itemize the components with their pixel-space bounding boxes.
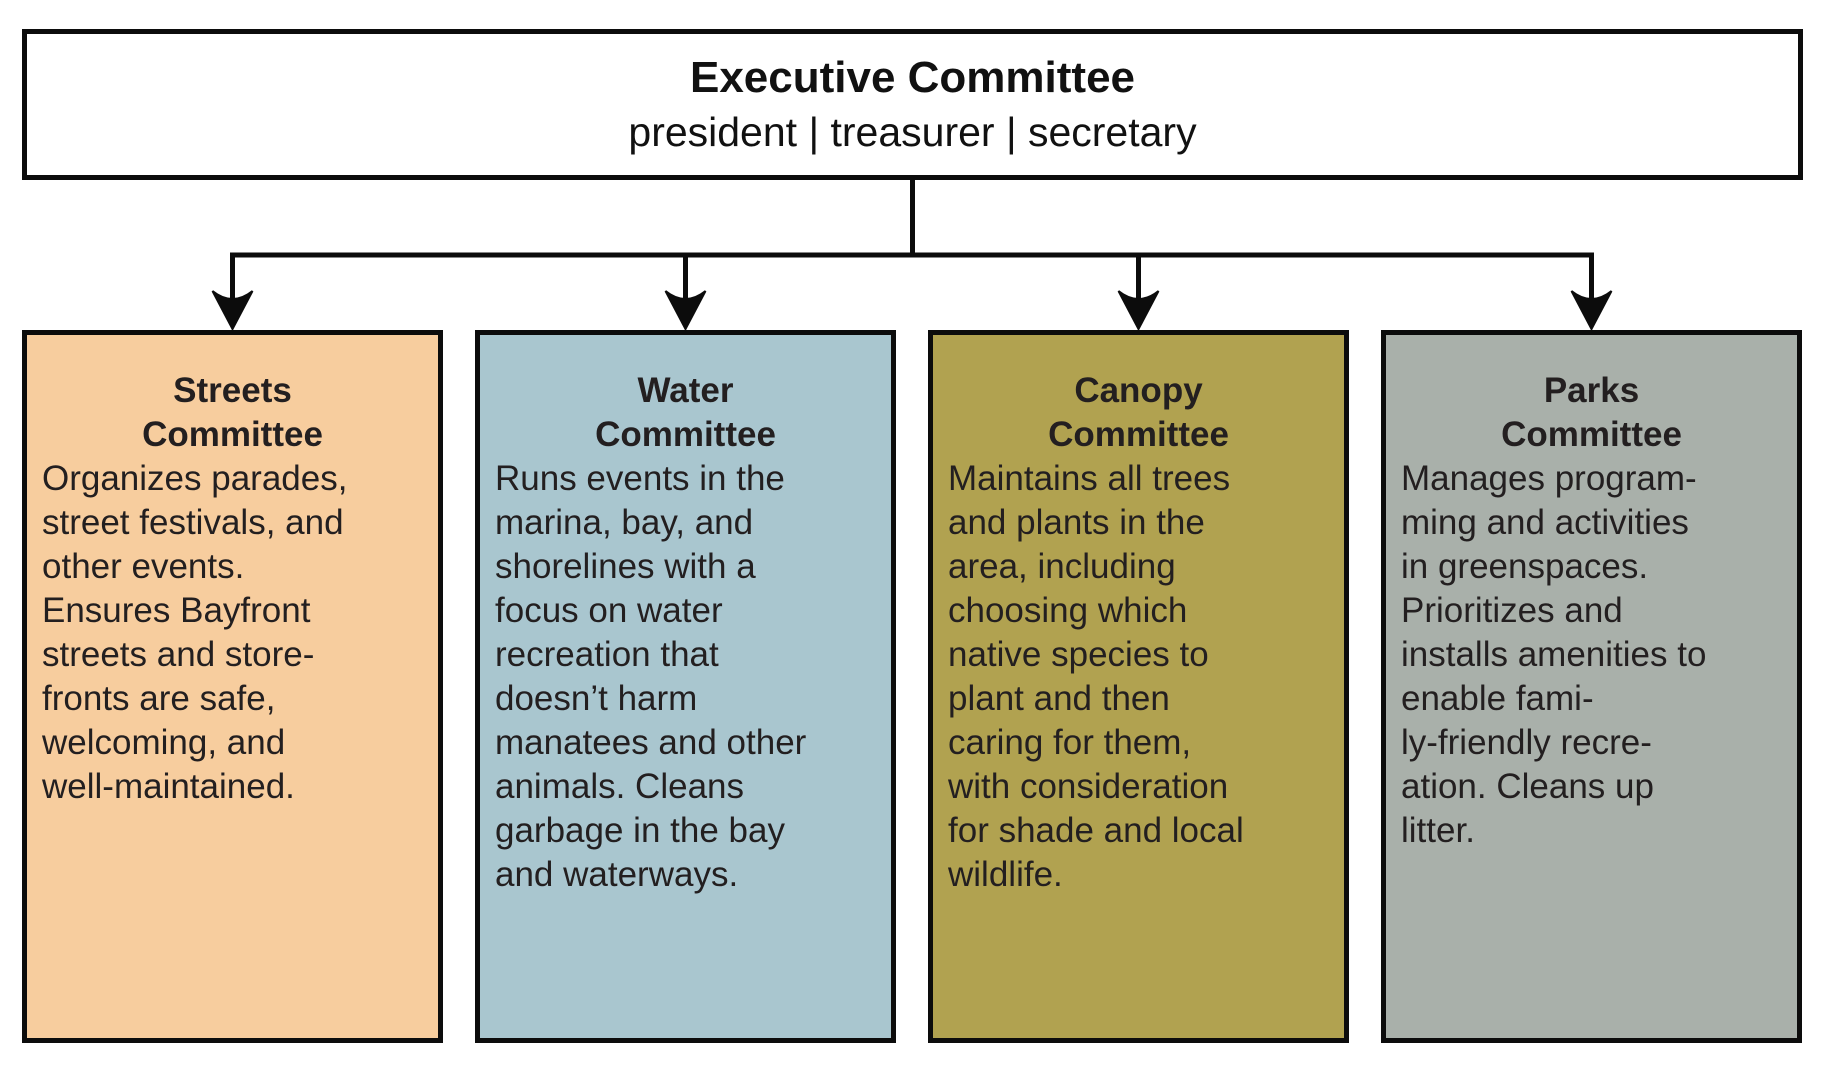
arrow-down-icon (664, 290, 707, 330)
committee-description: Maintains all trees and plants in the ar… (948, 459, 1244, 894)
arrow-down-icon (211, 290, 254, 330)
committee-description: Manages program- ming and activities in … (1401, 459, 1707, 850)
executive-committee-title: Executive Committee (689, 52, 1136, 102)
executive-committee-box: Executive Committee president | treasure… (22, 29, 1803, 180)
committee-box-canopy: Canopy Committee Maintains all trees and… (928, 330, 1349, 1043)
committee-title: Streets Committee (142, 371, 323, 454)
committee-box-parks: Parks Committee Manages program- ming an… (1381, 330, 1802, 1043)
committee-box-streets: Streets Committee Organizes parades, str… (22, 330, 443, 1043)
arrow-down-icon (1570, 290, 1613, 330)
arrow-down-icon (1117, 290, 1160, 330)
executive-committee-roles: president | treasurer | secretary (628, 109, 1197, 156)
committee-title: Water Committee (595, 371, 776, 454)
committee-box-water: Water Committee Runs events in the marin… (475, 330, 896, 1043)
committee-description: Organizes parades, street festivals, and… (42, 459, 348, 806)
committee-description: Runs events in the marina, bay, and shor… (495, 459, 807, 894)
committee-title: Parks Committee (1501, 371, 1682, 454)
connector-lines (211, 180, 1613, 330)
committee-title: Canopy Committee (1048, 371, 1229, 454)
